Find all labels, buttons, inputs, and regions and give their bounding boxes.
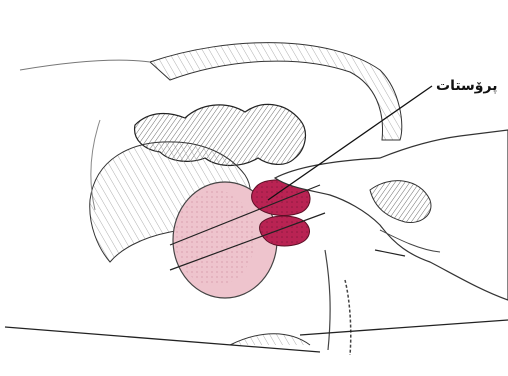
pelvis-outline-upper (20, 60, 150, 70)
guide-line-horizontal-right (300, 320, 508, 335)
urethra-line-right (345, 280, 351, 355)
lower-body-outline (230, 334, 310, 345)
urethra-line-left (325, 250, 330, 350)
prostate-label: پرۆستات (436, 78, 497, 94)
right-side-line (375, 250, 405, 256)
